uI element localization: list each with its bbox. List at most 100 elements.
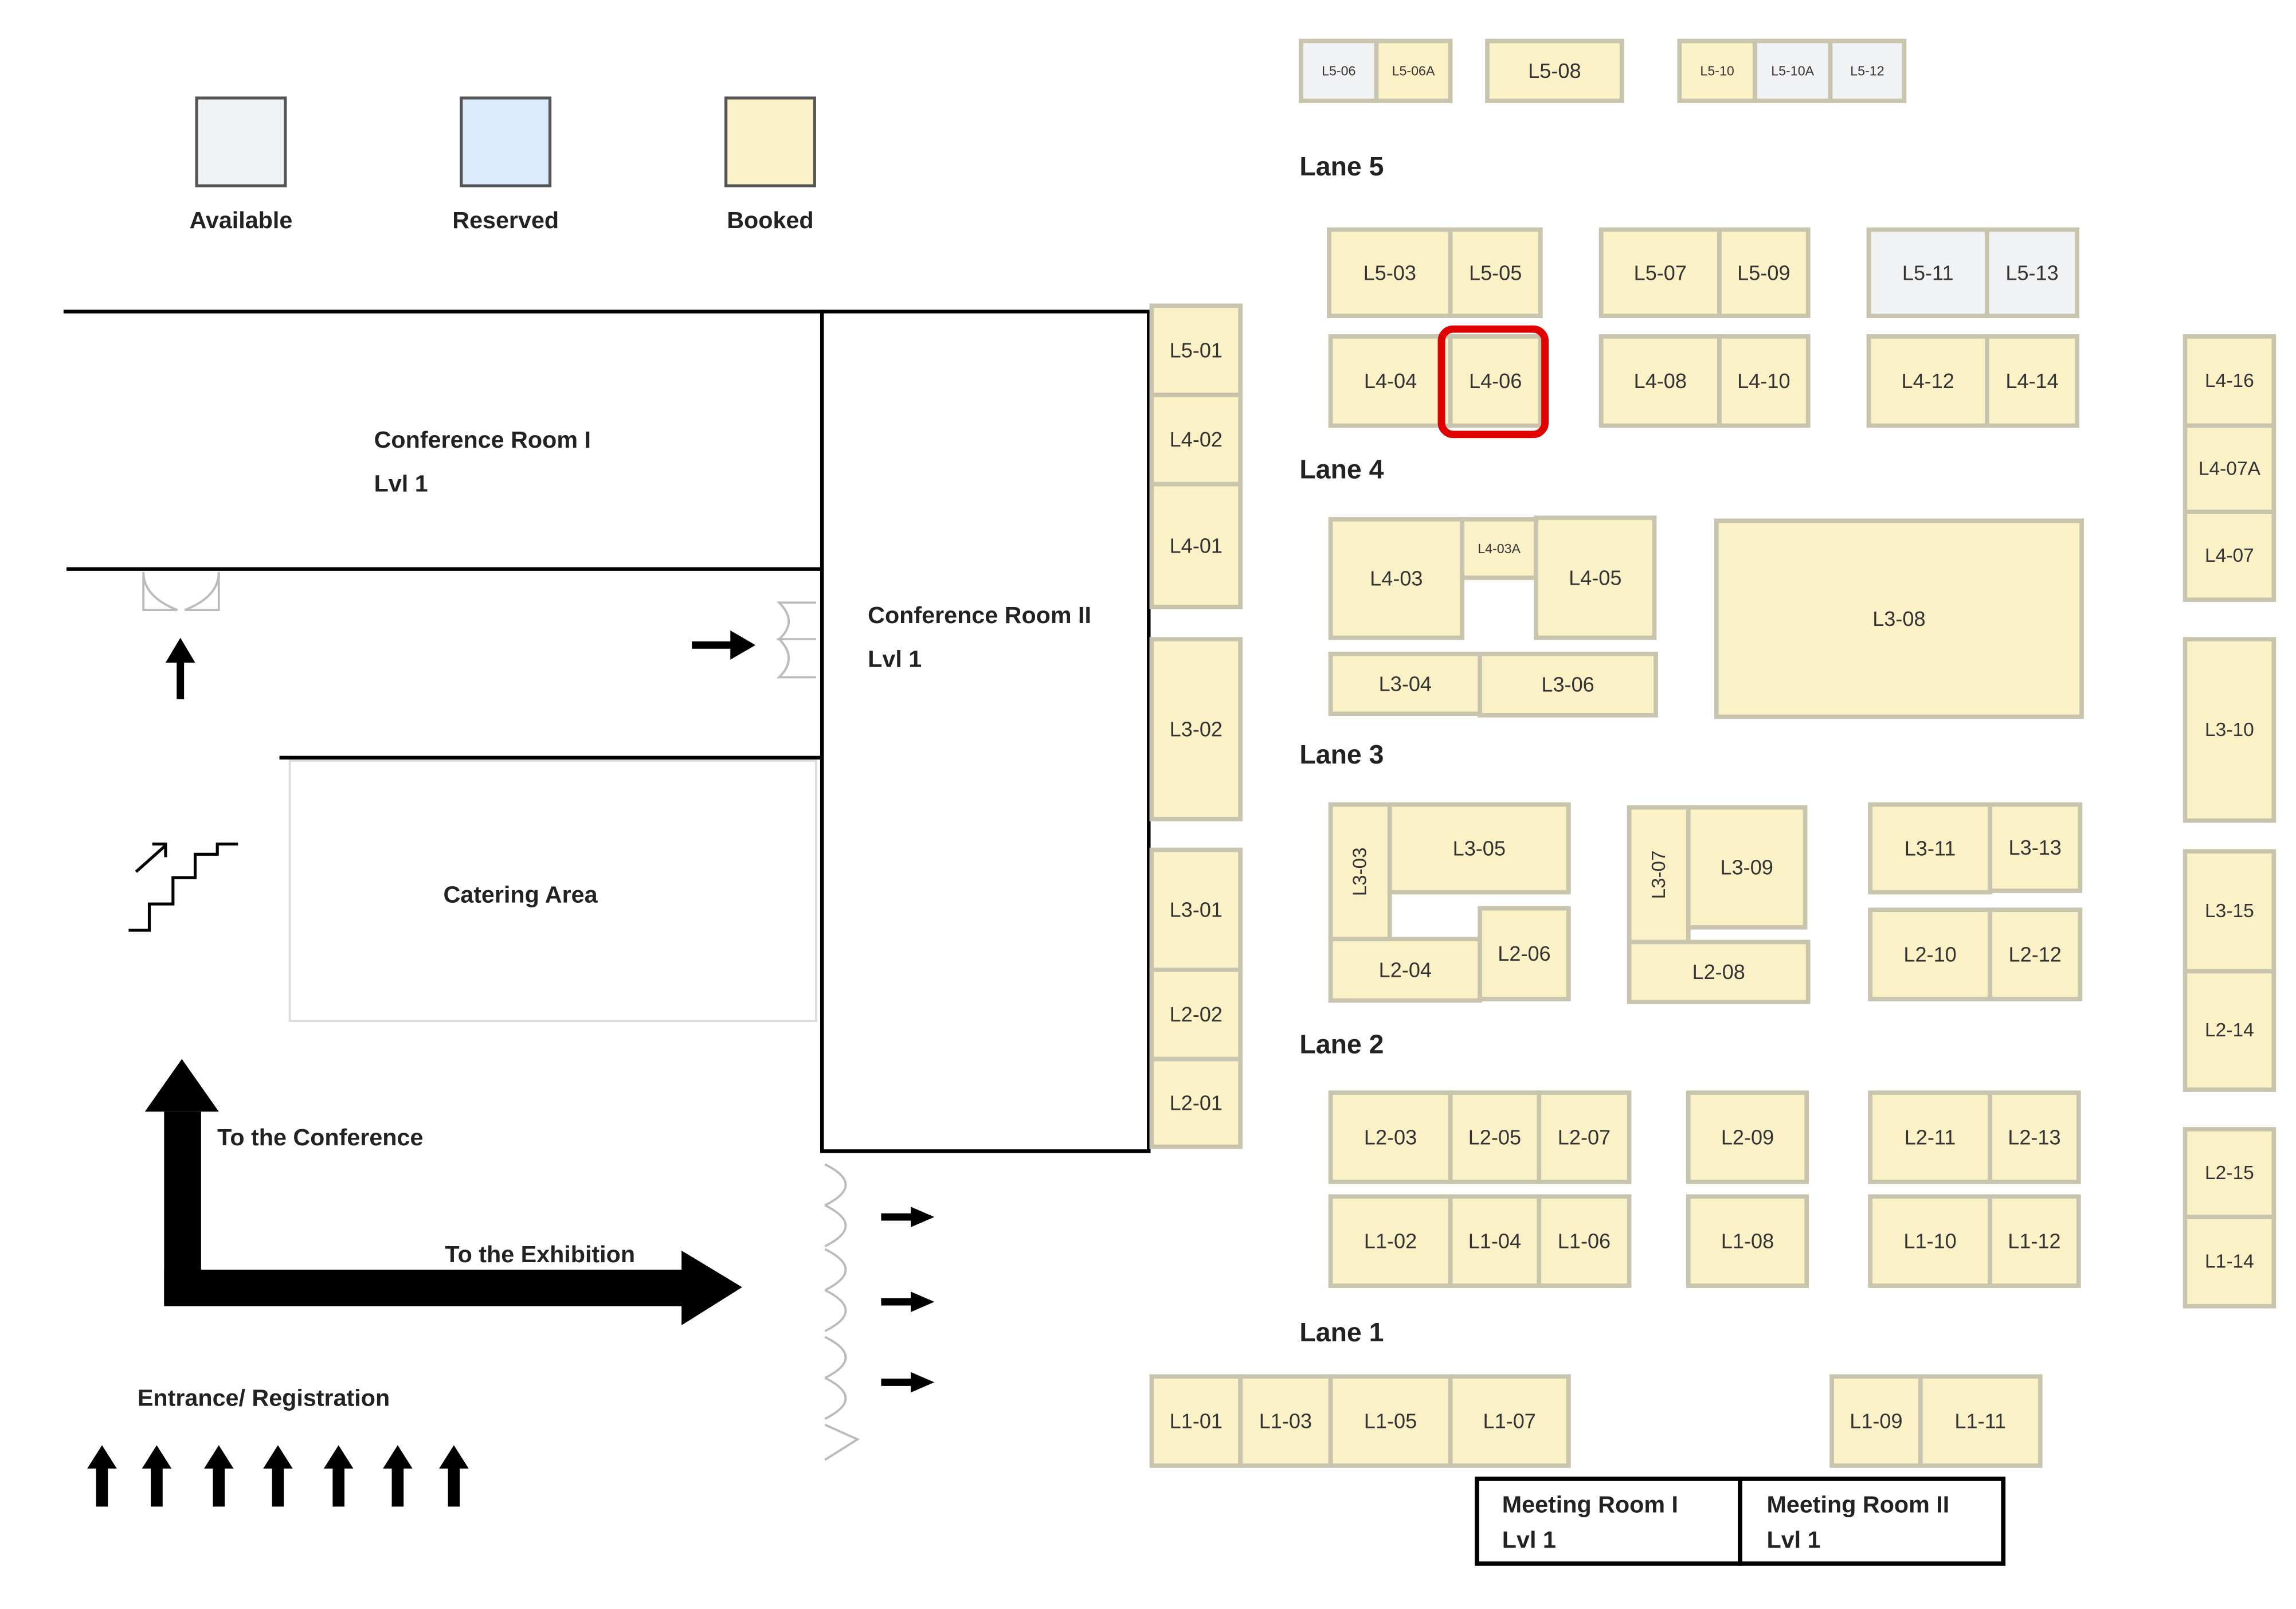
booth-l3-06[interactable]: L3-06 (1478, 651, 1658, 718)
booth-l4-03[interactable]: L4-03 (1328, 517, 1465, 640)
booth-l1-14[interactable]: L1-14 (2183, 1215, 2277, 1309)
booth-l5-09[interactable]: L5-09 (1717, 227, 1811, 319)
booth-box[interactable] (1985, 334, 2080, 428)
booth-l3-07[interactable]: L3-07 (1627, 805, 1691, 945)
booth-box[interactable] (1149, 1374, 1243, 1468)
booth-l4-02[interactable]: L4-02 (1149, 393, 1243, 487)
booth-l4-06[interactable]: L4-06 (1448, 334, 1543, 428)
booth-l1-03[interactable]: L1-03 (1238, 1374, 1333, 1468)
booth-l2-10[interactable]: L2-10 (1868, 907, 1992, 1001)
booth-l1-09[interactable]: L1-09 (1829, 1374, 1923, 1468)
booth-box[interactable] (1327, 227, 1453, 319)
booth-l1-12[interactable]: L1-12 (1988, 1194, 2081, 1288)
catering-area[interactable] (288, 760, 817, 1023)
booth-l4-05[interactable]: L4-05 (1534, 515, 1657, 640)
booth-box[interactable] (1753, 38, 1833, 103)
booth-l1-01[interactable]: L1-01 (1149, 1374, 1243, 1468)
booth-l1-07[interactable]: L1-07 (1448, 1374, 1571, 1468)
booth-l3-01[interactable]: L3-01 (1149, 847, 1243, 972)
booth-box[interactable] (2183, 423, 2277, 514)
booth-box[interactable] (1149, 393, 1243, 487)
conference-room-2[interactable] (820, 310, 1151, 1153)
booth-l2-06[interactable]: L2-06 (1478, 906, 1571, 1001)
booth-box[interactable] (1149, 481, 1243, 609)
booth-l4-10[interactable]: L4-10 (1717, 334, 1811, 428)
booth-box[interactable] (1448, 1194, 1542, 1288)
booth-box[interactable] (2183, 334, 2277, 428)
booth-l3-10[interactable]: L3-10 (2183, 637, 2277, 823)
booth-box[interactable] (1328, 1090, 1453, 1184)
booth-l2-04[interactable]: L2-04 (1328, 937, 1482, 1003)
booth-l5-10[interactable]: L5-10 (1677, 38, 1757, 103)
booth-l3-04[interactable]: L3-04 (1328, 651, 1482, 717)
booth-l5-01[interactable]: L5-01 (1149, 303, 1243, 397)
booth-box[interactable] (1448, 227, 1543, 319)
booth-l4-16[interactable]: L4-16 (2183, 334, 2277, 428)
booth-box[interactable] (1717, 227, 1811, 319)
booth-l2-13[interactable]: L2-13 (1988, 1090, 2081, 1184)
booth-l1-02[interactable]: L1-02 (1328, 1194, 1453, 1288)
booth-box[interactable] (1328, 334, 1453, 428)
booth-l4-12[interactable]: L4-12 (1866, 334, 1989, 428)
booth-l5-12[interactable]: L5-12 (1828, 38, 1907, 103)
booth-l5-05[interactable]: L5-05 (1448, 227, 1543, 319)
booth-box[interactable] (1686, 805, 1808, 930)
booth-box[interactable] (1238, 1374, 1333, 1468)
booth-box[interactable] (1328, 517, 1465, 640)
booth-box[interactable] (2183, 1127, 2277, 1219)
booth-box[interactable] (1717, 334, 1811, 428)
booth-box[interactable] (2183, 637, 2277, 823)
booth-l2-15[interactable]: L2-15 (2183, 1127, 2277, 1219)
booth-l5-07[interactable]: L5-07 (1598, 227, 1722, 319)
booth-box[interactable] (1478, 651, 1658, 718)
booth-l5-03[interactable]: L5-03 (1327, 227, 1453, 319)
booth-l3-05[interactable]: L3-05 (1387, 802, 1571, 895)
booth-l3-08[interactable]: L3-08 (1714, 518, 2084, 719)
booth-box[interactable] (1985, 227, 2080, 319)
booth-l4-07a[interactable]: L4-07A (2183, 423, 2277, 514)
booth-l2-03[interactable]: L2-03 (1328, 1090, 1453, 1184)
booth-box[interactable] (1328, 1194, 1453, 1288)
booth-l5-08[interactable]: L5-08 (1485, 38, 1624, 103)
booth-box[interactable] (1866, 334, 1989, 428)
booth-box[interactable] (1828, 38, 1907, 103)
booth-l4-14[interactable]: L4-14 (1985, 334, 2080, 428)
booth-l2-14[interactable]: L2-14 (2183, 969, 2277, 1092)
booth-l5-10a[interactable]: L5-10A (1753, 38, 1833, 103)
booth-box[interactable] (1537, 1194, 1632, 1288)
booth-box[interactable] (1328, 1374, 1453, 1468)
booth-box[interactable] (1598, 334, 1722, 428)
booth-l2-09[interactable]: L2-09 (1686, 1090, 1809, 1184)
booth-l1-11[interactable]: L1-11 (1918, 1374, 2043, 1468)
booth-l1-05[interactable]: L1-05 (1328, 1374, 1453, 1468)
booth-box[interactable] (1149, 968, 1243, 1062)
booth-l1-04[interactable]: L1-04 (1448, 1194, 1542, 1288)
booth-l2-02[interactable]: L2-02 (1149, 968, 1243, 1062)
booth-box[interactable] (1714, 518, 2084, 719)
booth-box[interactable] (2183, 510, 2277, 602)
booth-box[interactable] (1988, 802, 2083, 893)
booth-l3-02[interactable]: L3-02 (1149, 637, 1243, 821)
booth-l2-08[interactable]: L2-08 (1627, 939, 1811, 1004)
booth-box[interactable] (1534, 515, 1657, 640)
booth-box[interactable] (1374, 38, 1453, 103)
booth-box[interactable] (1677, 38, 1757, 103)
booth-l4-08[interactable]: L4-08 (1598, 334, 1722, 428)
booth-box[interactable] (1988, 1194, 2081, 1288)
meeting-room-1[interactable] (1475, 1477, 1742, 1566)
booth-box[interactable] (1149, 1056, 1243, 1149)
booth-box[interactable] (1387, 802, 1571, 895)
booth-box[interactable] (1868, 1194, 1992, 1288)
booth-l4-04[interactable]: L4-04 (1328, 334, 1453, 428)
booth-box[interactable] (1686, 1194, 1809, 1288)
booth-box[interactable] (1988, 1090, 2081, 1184)
booth-l5-13[interactable]: L5-13 (1985, 227, 2080, 319)
booth-box[interactable] (2183, 969, 2277, 1092)
conference-room-2-name[interactable]: Conference Room II (868, 602, 1091, 628)
booth-l3-13[interactable]: L3-13 (1988, 802, 2083, 893)
booth-box[interactable] (1448, 1374, 1571, 1468)
booth-box[interactable] (1478, 906, 1571, 1001)
booth-l2-01[interactable]: L2-01 (1149, 1056, 1243, 1149)
booth-box[interactable] (1328, 651, 1482, 717)
booth-box[interactable] (1868, 907, 1992, 1001)
